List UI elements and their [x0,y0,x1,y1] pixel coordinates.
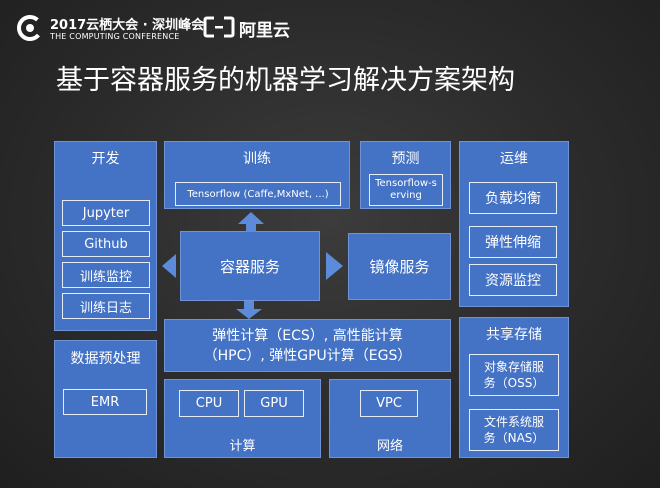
network-title: 网络 [376,439,403,454]
container-service-box: 容器服务 [180,231,320,301]
train-title: 训练 [243,151,271,167]
ops-panel: 运维 负载均衡 弹性伸缩 资源监控 [459,141,569,307]
compute-title: 计算 [229,439,256,454]
storage-item-oss: 对象存储服 务（OSS） [469,354,559,396]
slide-title: 基于容器服务的机器学习解决方案架构 [56,65,515,96]
predict-serving: Tensorflow-serving [369,174,443,206]
dev-title: 开发 [91,151,120,167]
ops-title: 运维 [500,151,528,167]
aliyun-bracket-icon [203,16,235,38]
storage-title: 共享存储 [486,327,542,343]
storage-nas-line1: 文件系统服 [483,415,544,429]
ops-item-load-balancing: 负载均衡 [469,182,557,214]
preprocess-item-emr: EMR [63,389,147,415]
ops-item-resource-monitor: 资源监控 [469,264,557,296]
train-frameworks: Tensorflow (Caffe,MxNet, ...) [175,182,341,206]
event-title: 2017云栖大会 · 深圳峰会 [50,18,205,33]
dev-item-github: Github [62,231,150,257]
train-panel: 训练 Tensorflow (Caffe,MxNet, ...) [164,141,350,209]
conference-logo: 2017云栖大会 · 深圳峰会 THE COMPUTING CONFERENCE [14,12,204,46]
network-panel: VPC 网络 [329,379,451,458]
predict-title: 预测 [391,151,420,167]
aliyun-logo: 阿里云 [203,14,293,42]
storage-oss-line2: 务（OSS） [483,376,545,390]
compute-service-line1: 弹性计算（ECS）, 高性能计算 [212,328,403,344]
arrow-up-icon [238,212,264,232]
ops-item-auto-scaling: 弹性伸缩 [469,226,557,258]
event-subtitle: THE COMPUTING CONFERENCE [50,32,180,41]
network-item-vpc: VPC [360,390,418,417]
arrow-right-icon [323,252,343,280]
compute-item-cpu: CPU [179,390,239,417]
dev-item-training-log: 训练日志 [62,293,150,319]
storage-nas-line2: 务（NAS） [483,431,545,445]
image-service-label: 镜像服务 [369,258,430,276]
image-service-box: 镜像服务 [348,233,451,300]
dev-panel: 开发 Jupyter Github 训练监控 训练日志 [54,141,157,331]
storage-oss-line1: 对象存储服 [483,360,544,374]
conference-c-icon [16,14,44,42]
arrow-left-icon [162,254,180,278]
compute-item-gpu: GPU [244,390,304,417]
dev-item-training-monitor: 训练监控 [62,262,150,288]
storage-panel: 共享存储 对象存储服 务（OSS） 文件系统服 务（NAS） [459,317,569,458]
compute-panel: CPU GPU 计算 [164,379,321,458]
container-service-label: 容器服务 [219,257,280,276]
compute-service-line2: （HPC）, 弹性GPU计算（EGS） [203,348,412,364]
predict-panel: 预测 Tensorflow-serving [360,141,451,209]
brand-name: 阿里云 [239,21,290,41]
compute-service-bar: 弹性计算（ECS）, 高性能计算 （HPC）, 弹性GPU计算（EGS） [164,319,451,372]
storage-item-nas: 文件系统服 务（NAS） [469,409,559,451]
arrow-down-icon [236,301,262,319]
dev-item-jupyter: Jupyter [62,200,150,226]
preprocess-panel: 数据预处理 EMR [54,340,157,458]
preprocess-title: 数据预处理 [70,351,141,367]
